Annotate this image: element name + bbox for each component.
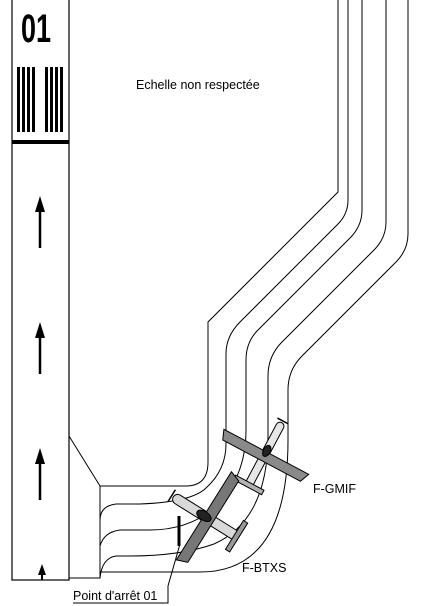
taxiway-edge-inner (100, 430, 209, 487)
arrow-icon (38, 564, 46, 580)
apron-outline (68, 435, 101, 579)
taxiway-edge-outer (100, 0, 409, 573)
aircraft-f-btxs (167, 470, 249, 563)
aircraft-f-gmif (222, 417, 310, 496)
aircraft-label-f-gmif: F-GMIF (313, 482, 356, 496)
arrow-icon (35, 322, 45, 374)
runway-designator: 01 (21, 7, 51, 51)
threshold-markings (17, 67, 63, 132)
holding-point-label: Point d'arrêt 01 (73, 589, 157, 603)
taxiway-edge-lower (99, 0, 387, 579)
taxiway-edge-upper-right (99, 0, 349, 521)
arrow-icon (35, 448, 45, 500)
runway-arrows (35, 196, 46, 580)
runway: 01 (11, 0, 70, 581)
taxiway (99, 0, 409, 579)
arrow-icon (35, 196, 45, 248)
holding-point-leader-line (73, 543, 181, 604)
taxiway-centerline (99, 0, 363, 547)
scale-note: Echelle non respectée (136, 78, 260, 92)
aircraft-label-f-btxs: F-BTXS (242, 561, 286, 575)
threshold-bar (12, 140, 69, 144)
grass-area-outline (68, 0, 339, 436)
